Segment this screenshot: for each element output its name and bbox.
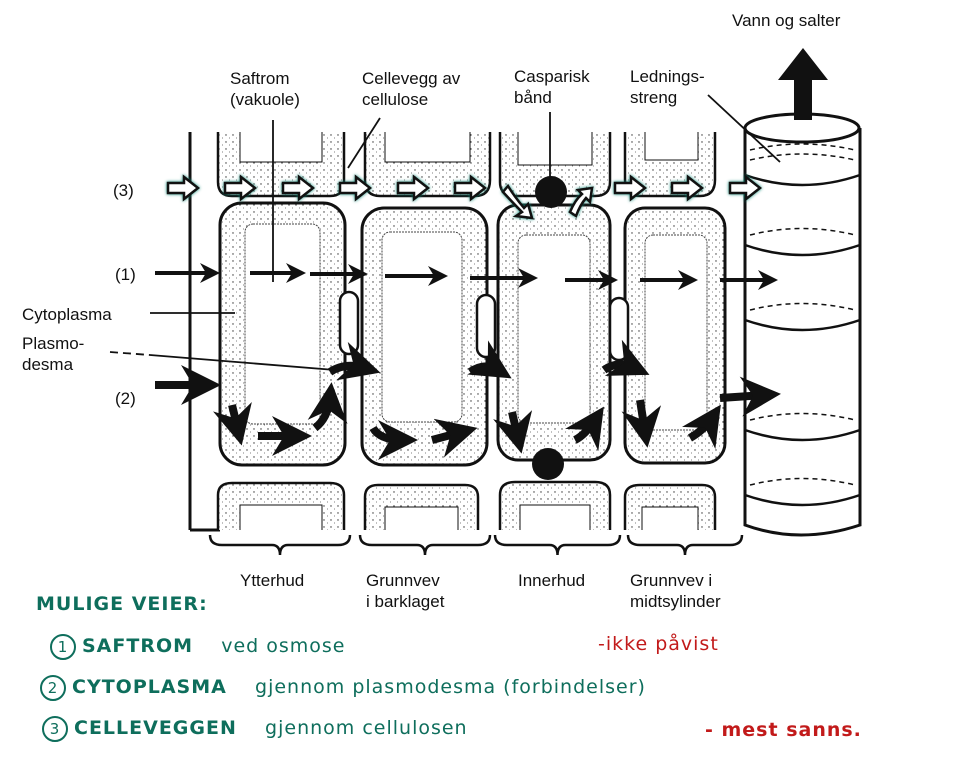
note-item-1: 1 SAFTROM ved osmose: [50, 634, 345, 660]
path3-arrows: [166, 174, 763, 220]
title-label: Vann og salter: [732, 11, 841, 30]
tissue-ytterhud: Ytterhud: [240, 570, 304, 591]
bottom-partial-cells: [216, 480, 717, 530]
hollow-arrow: [223, 174, 258, 202]
tissue-grunnvev-midt-line1: Grunnvev i: [630, 571, 713, 590]
hollow-arrow: [670, 174, 705, 202]
note-caps-3: CELLEVEGGEN: [74, 717, 237, 739]
leader-lines: [109, 94, 781, 371]
note-rest-1: ved osmose: [221, 635, 346, 657]
top-partial-cells: [216, 132, 717, 198]
path2-label: (2): [115, 389, 136, 408]
hollow-arrow: [728, 174, 763, 202]
tissue-grunnvev-midt: Grunnvev i midtsylinder: [630, 570, 721, 612]
vascular-cylinder: [743, 112, 862, 537]
plasmodesma-line1: Plasmo-: [22, 334, 85, 353]
ledning-line1: Lednings-: [630, 67, 705, 86]
plasmodesma-label: Plasmo- desma: [22, 333, 84, 375]
note-rest-3: gjennom cellulosen: [265, 717, 468, 739]
note-comment-3: - mest sanns.: [705, 719, 862, 741]
hollow-bent-arrow: [501, 183, 534, 220]
tissue-innerhud-line1: Innerhud: [518, 571, 586, 590]
up-arrow-icon: [778, 48, 828, 120]
note-comment-1: -ikke påvist: [598, 633, 719, 655]
note-number-1: 1: [50, 634, 76, 660]
path1-label: (1): [115, 265, 136, 284]
hollow-bent-arrow: [568, 186, 594, 218]
note-rest-2: gjennom plasmodesma (forbindelser): [255, 676, 646, 698]
note-number-2: 2: [40, 675, 66, 701]
cell-grunnvev-midt: [623, 206, 727, 465]
cytoplasma-label: Cytoplasma: [22, 305, 112, 324]
tissue-brace: [208, 534, 352, 556]
note-caps-2: CYTOPLASMA: [72, 676, 227, 698]
caspar-line1: Casparisk: [514, 67, 590, 86]
hollow-arrow: [281, 174, 316, 202]
plasmodesma-line2: desma: [22, 355, 74, 374]
path1-arrows: [155, 263, 778, 290]
tissue-braces: [208, 534, 744, 556]
saftrom-line2: (vakuole): [230, 90, 300, 109]
saftrom-line1: Saftrom: [230, 69, 290, 88]
hollow-arrow: [613, 174, 648, 202]
note-caps-1: SAFTROM: [82, 635, 194, 657]
caspar-label: Casparisk bånd: [514, 66, 590, 108]
path3-label: (3): [113, 181, 134, 200]
hollow-arrow: [338, 174, 373, 202]
tissue-grunnvev-bark: Grunnvev i barklaget: [366, 570, 444, 612]
tissue-brace: [358, 534, 492, 556]
cellevegg-line2: cellulose: [362, 90, 429, 109]
path2-arrows: [155, 339, 781, 460]
casparian-band-bottom: [532, 448, 564, 480]
tissue-brace: [493, 534, 622, 556]
hollow-arrow: [166, 174, 201, 202]
hollow-arrow: [396, 174, 431, 202]
notes-heading: MULIGE VEIER:: [36, 593, 208, 615]
note-number-3: 3: [42, 716, 68, 742]
saftrom-label: Saftrom (vakuole): [230, 68, 300, 110]
cellevegg-line1: Cellevegg av: [362, 69, 461, 88]
tissue-grunnvev-midt-line2: midtsylinder: [630, 592, 721, 611]
tissue-grunnvev-bark-line1: Grunnvev: [366, 571, 440, 590]
tissue-innerhud: Innerhud: [518, 570, 585, 591]
hollow-arrow: [453, 174, 488, 202]
tissue-brace: [626, 534, 744, 556]
frame: [188, 132, 220, 532]
ledning-line2: streng: [630, 88, 678, 107]
tissue-ytterhud-line1: Ytterhud: [240, 571, 305, 590]
note-item-2: 2 CYTOPLASMA gjennom plasmodesma (forbind…: [40, 675, 646, 701]
cell-grunnvev-bark: [360, 206, 489, 467]
note-item-3: 3 CELLEVEGGEN gjennom cellulosen: [42, 716, 468, 742]
cellevegg-label: Cellevegg av cellulose: [362, 68, 460, 110]
caspar-line2: bånd: [514, 88, 552, 107]
ledning-label: Lednings- streng: [630, 66, 705, 108]
casparian-band-top: [535, 176, 567, 208]
tissue-grunnvev-bark-line2: i barklaget: [366, 592, 445, 611]
